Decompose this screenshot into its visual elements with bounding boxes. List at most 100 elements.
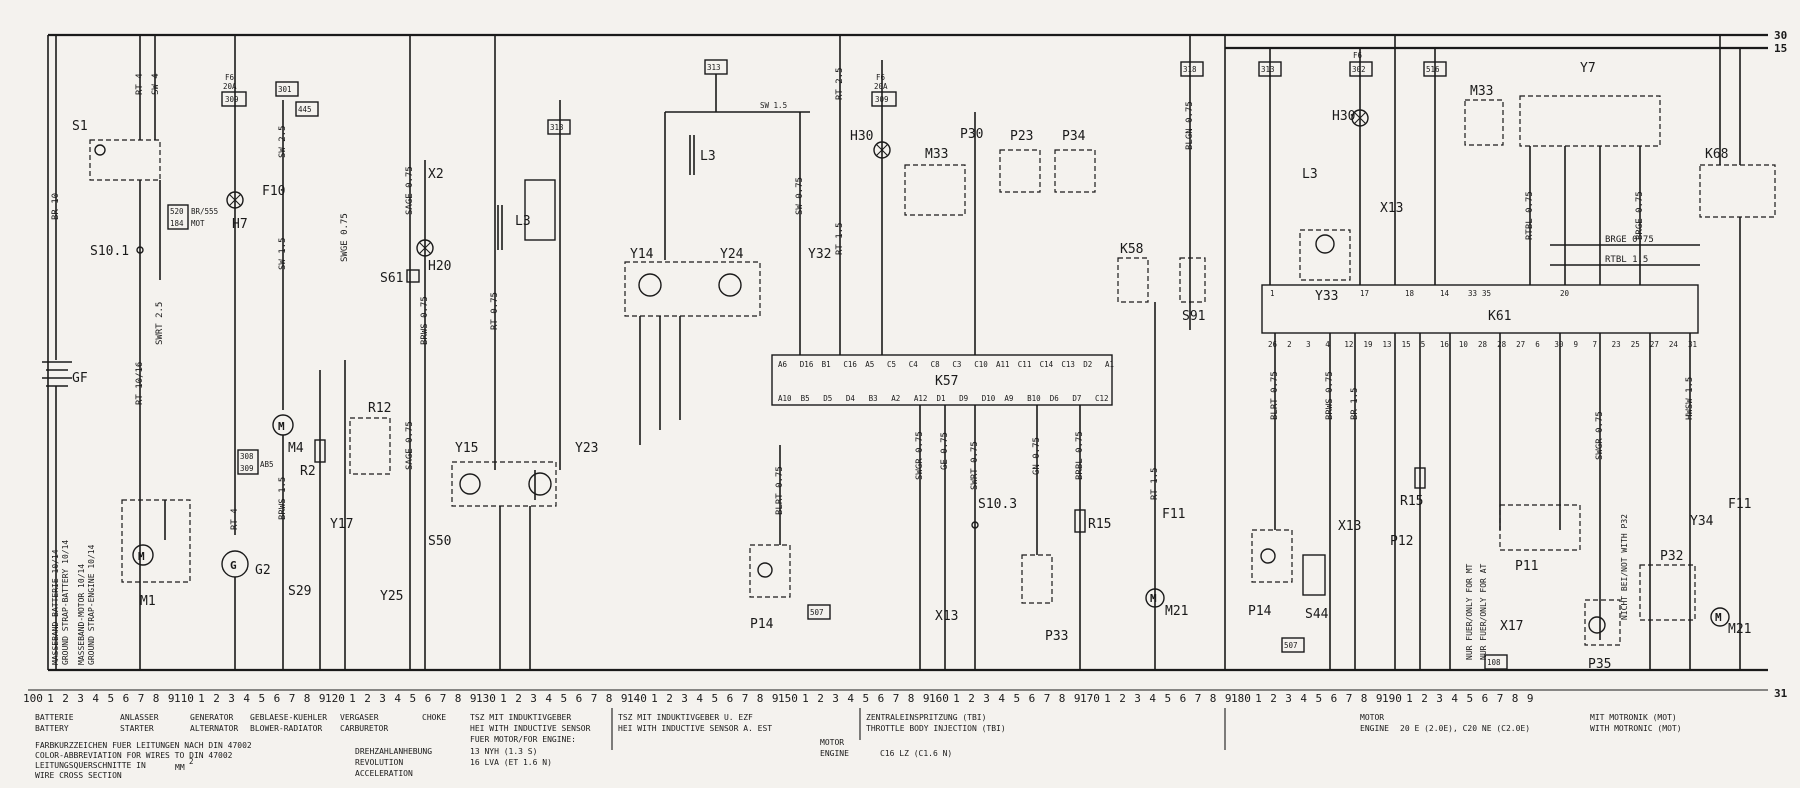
- caption-value: 16 LVA (ET 1.6 N): [470, 758, 552, 767]
- caption-line: HEI WITH INDUCTIVE SENSOR: [470, 724, 591, 733]
- k57-pin-label: C16: [843, 360, 857, 369]
- ref-box-308: 308 309 AB5: [237, 449, 274, 475]
- scale-minor: 2: [817, 692, 824, 705]
- wire-label: SWGE 0.75: [340, 213, 350, 262]
- caption-line: ENGINE: [820, 749, 849, 758]
- scale-minor: 3: [379, 692, 386, 705]
- sensor-p34: P34: [1054, 129, 1096, 193]
- k61-pin-label: 2: [1287, 340, 1292, 349]
- scale-minor: 5: [712, 692, 719, 705]
- k57-pin-label: D4: [846, 394, 856, 403]
- scale-minor: 3: [1285, 692, 1292, 705]
- scale-minor: 4: [92, 692, 99, 705]
- scale-minor: 8: [304, 692, 311, 705]
- caption-blower: GEBLAESE-KUEHLER BLOWER-RADIATOR: [250, 713, 327, 733]
- component-label: S61: [380, 271, 403, 286]
- scale-minor: 3: [681, 692, 688, 705]
- blower-m4: 301 445 M M4 F10 SW 2.5 SW 1.5 BRWS 1.5: [262, 81, 319, 670]
- wire-label: BRGE 0.75: [1635, 191, 1645, 240]
- generator-symbol: G: [230, 559, 237, 572]
- k61-pin-label: 12: [1344, 340, 1353, 349]
- k57-pin-label: A11: [996, 360, 1010, 369]
- scale-minor: 2: [666, 692, 673, 705]
- switch-s29: S29: [288, 584, 311, 599]
- scale-minor: 9: [923, 692, 930, 705]
- k57-pin-label: C8: [931, 360, 941, 369]
- wire-label: BRWS 0.75: [420, 296, 430, 345]
- k61-pin-label: 25: [1631, 340, 1640, 349]
- ref-number: 507: [810, 608, 824, 617]
- component-label: Y14: [630, 247, 654, 262]
- caption-line: THROTTLE BODY INJECTION (TBI): [866, 724, 1006, 733]
- wire-label: BLRT 0.75: [775, 466, 785, 515]
- scale-minor: 7: [893, 692, 900, 705]
- caption-tbi: ZENTRALEINSPRITZUNG (TBI) THROTTLE BODY …: [859, 708, 1006, 740]
- component-label: H7: [232, 217, 248, 232]
- scale-major: 190: [1382, 692, 1402, 705]
- switch-s10-3: S10.3: [971, 497, 1017, 529]
- motor-symbol: M: [138, 550, 145, 563]
- wire-label: RT 10/16: [135, 362, 145, 405]
- caption-motronic: MOTOR ENGINE 20 E (2.0E), C20 NE (C2.0E)…: [1224, 708, 1682, 750]
- rail-31: 31: [48, 668, 1788, 700]
- wire-label: GE 0.75: [940, 432, 950, 470]
- sensor-p23: P23: [999, 129, 1041, 193]
- ref-number: 318: [1183, 65, 1197, 74]
- caption-de: CHOKE: [422, 713, 446, 722]
- injectors-y7: Y7 RTBL 0.75 BRGE 0.75: [1519, 61, 1661, 285]
- scale-minor: 2: [1421, 692, 1428, 705]
- scale-minor: 9: [319, 692, 326, 705]
- caption-en: STARTER: [120, 724, 154, 733]
- ref-number: 313: [1261, 65, 1275, 74]
- component-label: F10: [262, 184, 285, 199]
- choke-group: S61 Y25 S50 H20 X2 SAGE 0.75 BRWS 0.75 S…: [380, 35, 451, 670]
- caption-en: BATTERY: [35, 724, 69, 733]
- caption-en: CARBURETOR: [340, 724, 388, 733]
- k61-pin-label: 33: [1468, 289, 1477, 298]
- fuse-rating: 20A: [223, 82, 237, 91]
- component-label: L3: [515, 214, 531, 229]
- scale-minor: 7: [138, 692, 145, 705]
- fuse-f11-b: F11 M M21: [1710, 497, 1751, 637]
- component-label: P34: [1062, 129, 1086, 144]
- switch-s44: S44: [1302, 554, 1329, 622]
- ignition-module-y14: Y14 Y24: [624, 247, 761, 445]
- scale-minor: 7: [742, 692, 749, 705]
- ref-text: MOT: [191, 219, 205, 228]
- scale-minor: 4: [243, 692, 250, 705]
- caption-line: DREHZAHLANHEBUNG: [355, 747, 432, 756]
- ref-number: 520: [170, 207, 184, 216]
- k57-pin-label: D2: [1083, 360, 1092, 369]
- ref-number: 445: [298, 105, 312, 114]
- k61-pin-label: 28: [1497, 340, 1507, 349]
- scale-minor: 8: [153, 692, 160, 705]
- k57-pin-label: D7: [1072, 394, 1081, 403]
- scale-minor: 4: [545, 692, 552, 705]
- scale-major: 140: [627, 692, 647, 705]
- component-label: R12: [368, 401, 391, 416]
- component-label: X13: [935, 609, 958, 624]
- ref-number: 313: [707, 63, 721, 72]
- scale-minor: 1: [47, 692, 54, 705]
- k61-pin-label: 7: [1593, 340, 1598, 349]
- caption-line: MOTOR: [1360, 713, 1384, 722]
- scale-minor: 9: [1527, 692, 1534, 705]
- scale-minor: 1: [802, 692, 809, 705]
- caption-line: ENGINE: [1360, 724, 1389, 733]
- lamp-h30-b: F6 302 H30: [1332, 48, 1373, 285]
- rail-15: 15: [1225, 42, 1787, 55]
- scale-minor: 3: [228, 692, 235, 705]
- caption-de: GEBLAESE-KUEHLER: [250, 713, 327, 722]
- wire-label: BRGE 0.75: [1605, 235, 1654, 245]
- component-label: P14: [1248, 604, 1272, 619]
- sensor-p30: P30: [960, 112, 983, 355]
- scale-minor: 3: [832, 692, 839, 705]
- wire-label: SAGE 0.75: [405, 166, 415, 215]
- scale-minor: 4: [1149, 692, 1156, 705]
- ref-text: BR/555: [191, 207, 218, 216]
- wire-label: BRBL 0.75: [1075, 431, 1085, 480]
- lamp-h7: H7: [226, 191, 248, 232]
- k57-pin-label: A10: [778, 394, 792, 403]
